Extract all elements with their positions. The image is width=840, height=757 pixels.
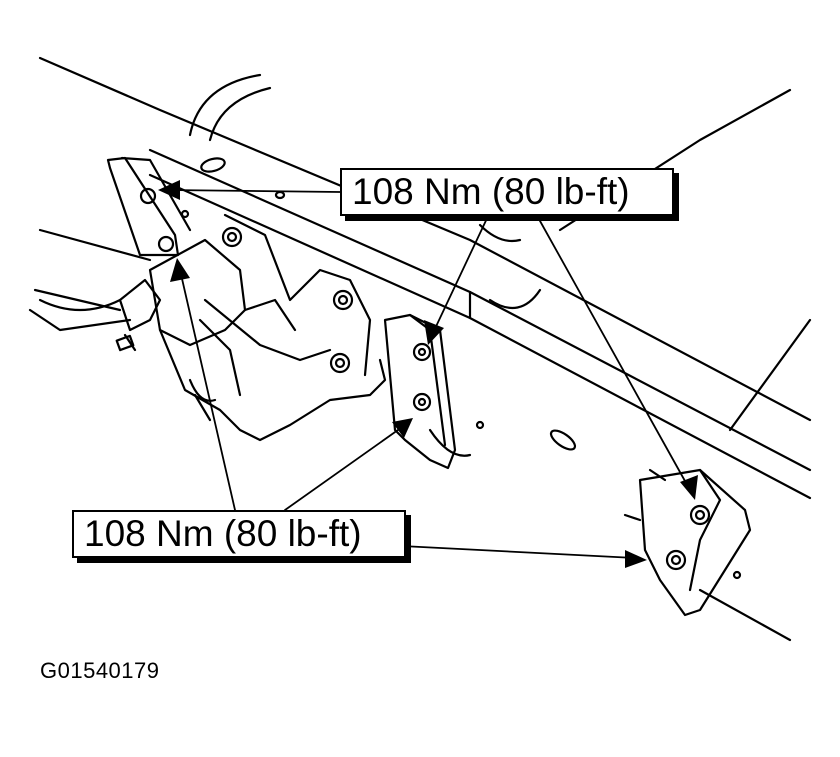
torque-callout-top: 108 Nm (80 lb-ft) xyxy=(340,168,674,216)
slot-holes xyxy=(200,157,577,451)
figure-id: G01540179 xyxy=(40,658,160,683)
torque-callout-bottom: 108 Nm (80 lb-ft) xyxy=(72,510,406,558)
transmission-mount xyxy=(115,213,387,442)
right-bracket xyxy=(623,468,752,617)
leader-arrows xyxy=(158,180,698,568)
left-bracket xyxy=(106,156,192,257)
crossmember xyxy=(28,56,812,642)
